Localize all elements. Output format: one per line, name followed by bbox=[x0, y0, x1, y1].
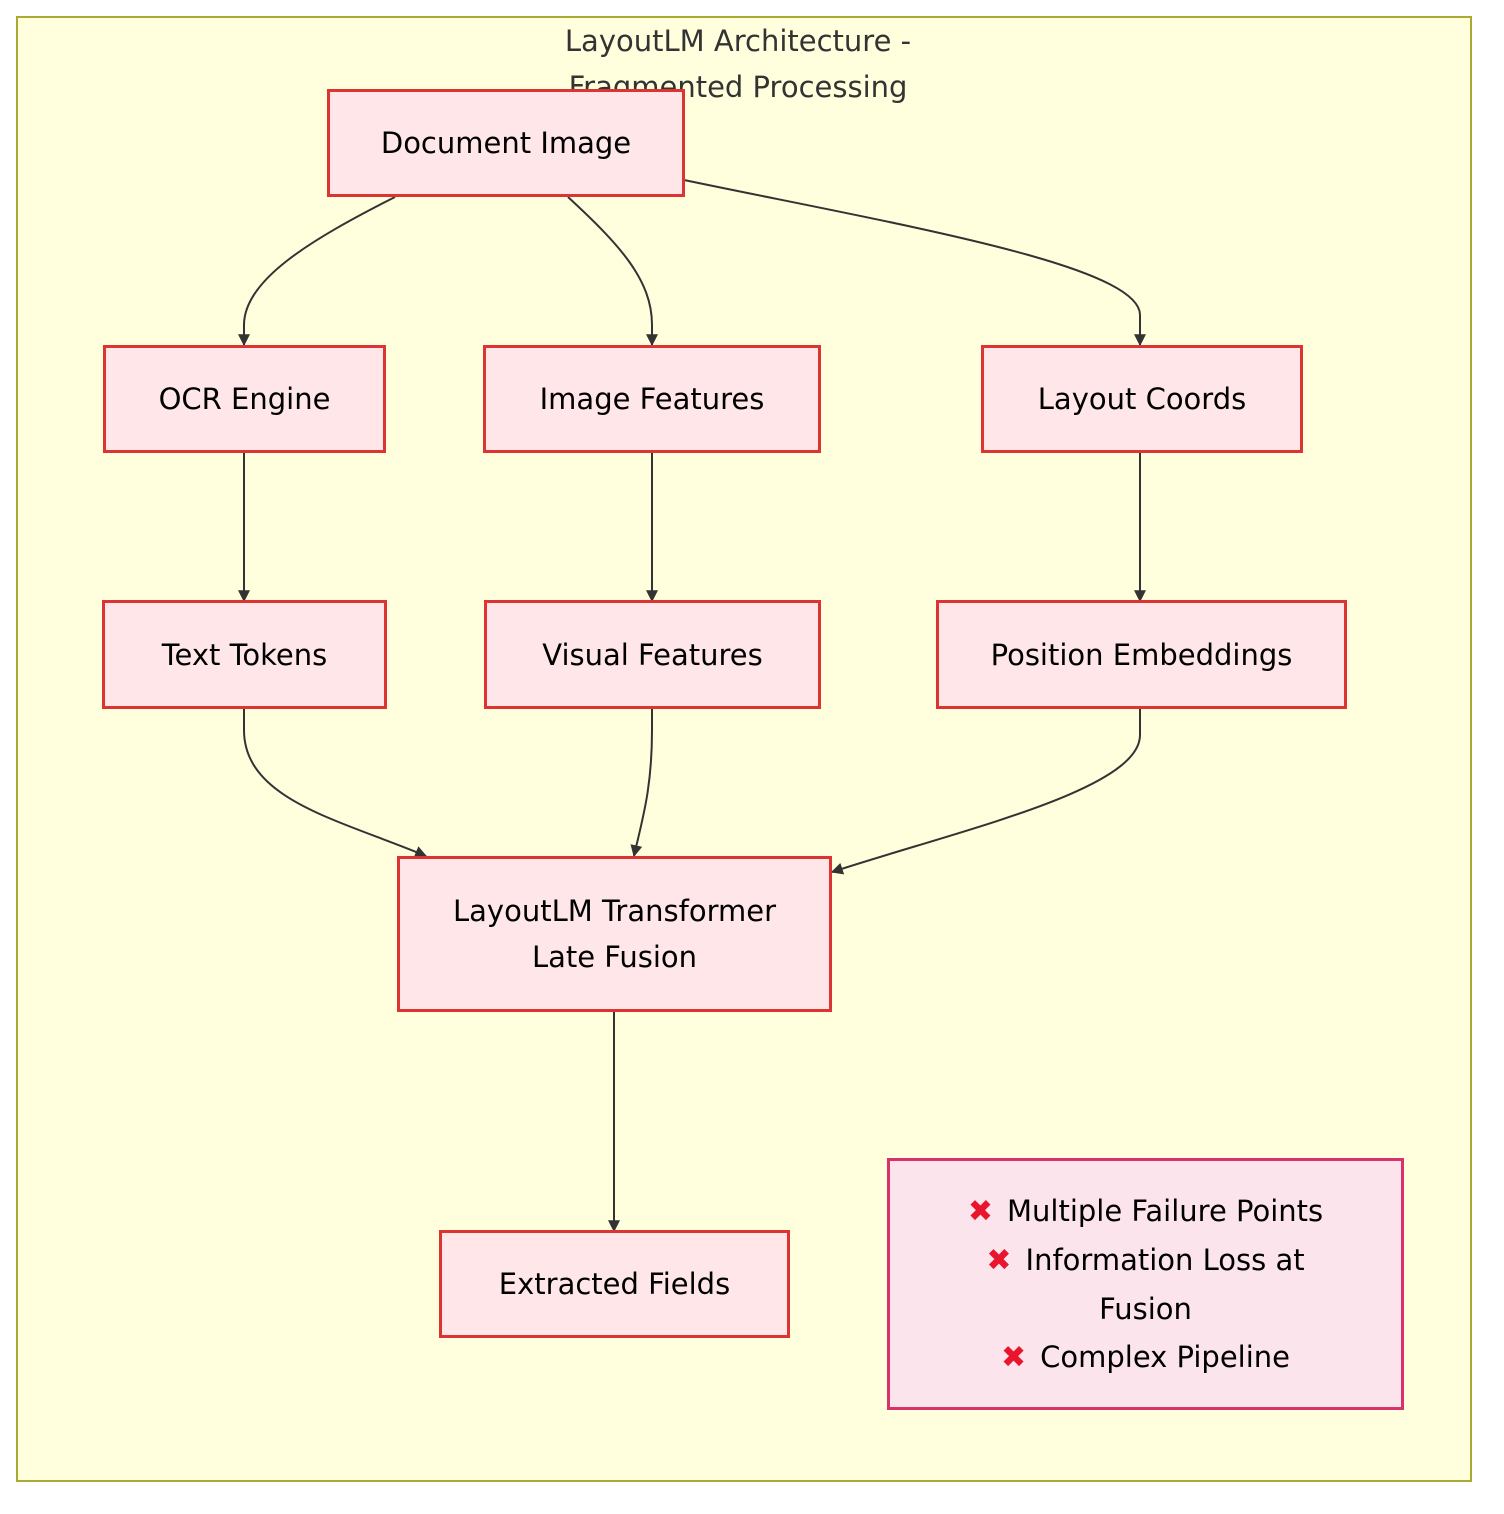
edge-document-image-to-ocr-engine bbox=[238, 196, 396, 347]
node-ocr-engine[interactable]: OCR Engine bbox=[103, 345, 386, 453]
node-layout-coords-label: Layout Coords bbox=[1037, 382, 1247, 416]
note-text-4: Complex Pipeline bbox=[1040, 1339, 1291, 1374]
node-extracted-fields[interactable]: Extracted Fields bbox=[439, 1230, 790, 1338]
cross-mark-icon: ✖ bbox=[1000, 1339, 1027, 1375]
node-layoutlm-transformer[interactable]: LayoutLM Transformer Late Fusion bbox=[397, 856, 832, 1012]
node-position-embeddings[interactable]: Position Embeddings bbox=[936, 600, 1347, 709]
note-line-3: ✖ Complex Pipeline bbox=[1001, 1333, 1290, 1382]
note-text-1: Multiple Failure Points bbox=[1006, 1193, 1324, 1228]
note-line-1: ✖ Multiple Failure Points bbox=[968, 1187, 1323, 1236]
node-position-embeddings-label: Position Embeddings bbox=[990, 637, 1293, 672]
limitations-note: ✖ Multiple Failure Points ✖ Information Lo… bbox=[887, 1158, 1404, 1410]
note-line-2-continued: Fusion bbox=[1099, 1285, 1192, 1333]
edge-document-image-to-layout-coords bbox=[683, 179, 1146, 347]
note-text-3: Fusion bbox=[1099, 1291, 1192, 1326]
node-text-tokens-label: Text Tokens bbox=[161, 637, 328, 672]
node-visual-features-label: Visual Features bbox=[542, 637, 763, 672]
node-extracted-fields-label: Extracted Fields bbox=[498, 1267, 731, 1301]
node-image-features[interactable]: Image Features bbox=[483, 345, 821, 453]
edge-document-image-to-image-features bbox=[567, 196, 658, 347]
edge-visual-features-to-transformer bbox=[630, 708, 653, 858]
node-layoutlm-transformer-label: LayoutLM Transformer Late Fusion bbox=[453, 894, 776, 974]
node-image-features-label: Image Features bbox=[539, 382, 765, 416]
cross-mark-icon: ✖ bbox=[967, 1193, 993, 1229]
node-document-image-label: Document Image bbox=[380, 126, 632, 160]
note-line-2: ✖ Information Loss at bbox=[986, 1236, 1304, 1285]
node-visual-features[interactable]: Visual Features bbox=[484, 600, 821, 709]
note-text-2: Information Loss at bbox=[1025, 1242, 1305, 1277]
cross-mark-icon: ✖ bbox=[986, 1242, 1012, 1278]
node-document-image[interactable]: Document Image bbox=[327, 89, 685, 197]
edge-text-tokens-to-transformer bbox=[243, 708, 428, 858]
node-text-tokens[interactable]: Text Tokens bbox=[102, 600, 387, 709]
node-ocr-engine-label: OCR Engine bbox=[158, 382, 331, 416]
edge-position-embeddings-to-transformer bbox=[830, 708, 1141, 875]
node-layout-coords[interactable]: Layout Coords bbox=[981, 345, 1303, 453]
